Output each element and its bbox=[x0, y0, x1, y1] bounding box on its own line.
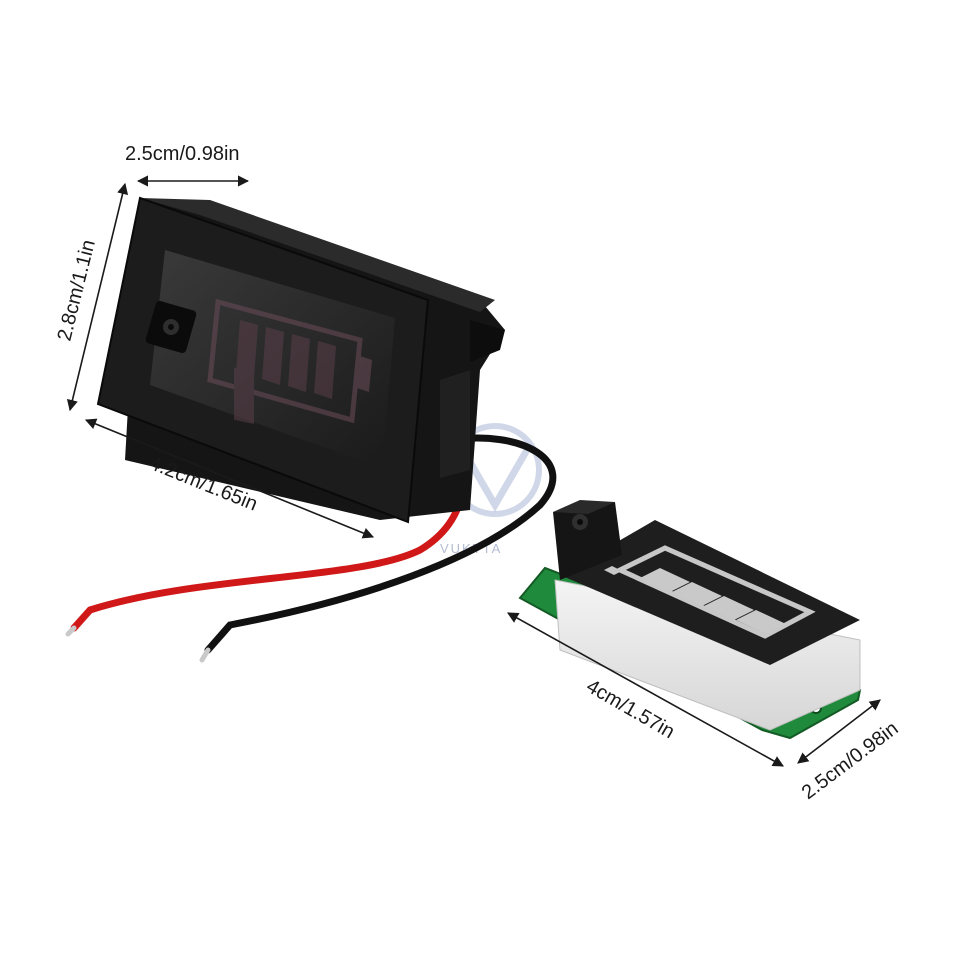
dimension-label-board-width: 2.5cm/0.98in bbox=[798, 718, 903, 804]
mounting-clip bbox=[470, 320, 505, 362]
dc-jack-icon bbox=[145, 301, 197, 353]
dimension-arrow-icon bbox=[66, 175, 881, 767]
dimension-label-top-width: 2.5cm/0.98in bbox=[125, 143, 240, 165]
arrow-board-length bbox=[507, 612, 784, 767]
dimension-label-left-height: 2.8cm/1.1in bbox=[54, 238, 100, 344]
mounting-clip-lower bbox=[440, 370, 470, 478]
black-wire bbox=[204, 434, 557, 654]
arrow-housing-length bbox=[84, 418, 375, 539]
black-wire-tip bbox=[199, 647, 211, 663]
red-wire-tip bbox=[65, 625, 77, 637]
arrow-left-height bbox=[66, 182, 129, 412]
pcb-module bbox=[518, 500, 862, 740]
dc-jack-icon bbox=[553, 500, 622, 580]
arrow-board-width bbox=[797, 699, 881, 764]
